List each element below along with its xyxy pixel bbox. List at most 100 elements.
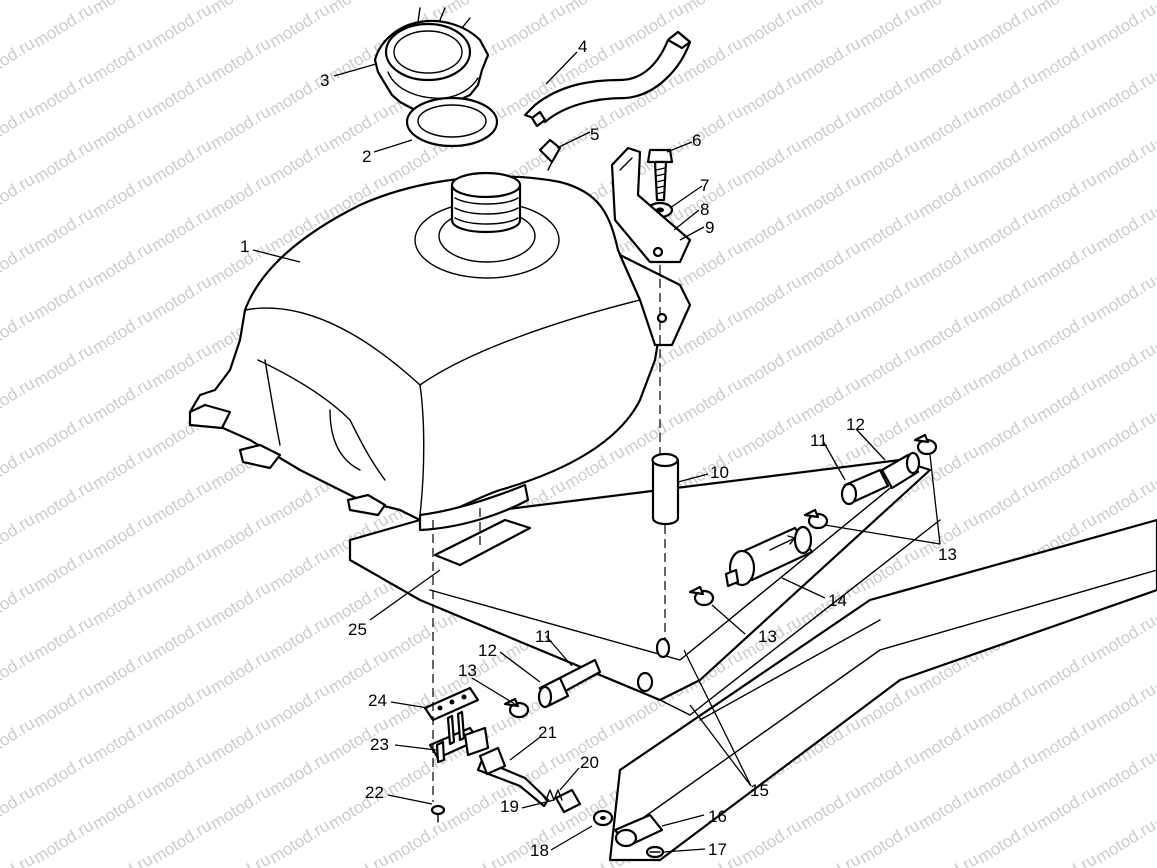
watermark-text: motod.ru: [797, 0, 864, 17]
watermark-text: motod.ru: [797, 170, 864, 222]
watermark-text: motod.ru: [443, 0, 510, 17]
callout-12-lower: 12: [478, 641, 497, 660]
watermark-text: motod.ru: [0, 102, 38, 154]
watermark-text: motod.ru: [148, 612, 215, 664]
frame-rail: [348, 458, 1157, 862]
watermark-text: motod.ru: [1033, 102, 1100, 154]
callout-20: 20: [580, 753, 599, 772]
watermark-text: motod.ru: [89, 0, 156, 17]
watermark-text: motod.ru: [679, 306, 746, 358]
watermark-text: motod.ru: [1092, 476, 1157, 528]
watermark-text: motod.ru: [148, 68, 215, 120]
fuel-hose-upper: [840, 468, 890, 506]
watermark-text: motod.ru: [974, 136, 1041, 188]
watermark-text: motod.ru: [30, 612, 97, 664]
watermark-text: motod.ru: [30, 476, 97, 528]
watermark-text: motod.ru: [89, 374, 156, 426]
watermark-text: motod.ru: [207, 850, 274, 868]
watermark-text: motod.ru: [915, 306, 982, 358]
watermark-text: motod.ru: [1092, 136, 1157, 188]
watermark-text: motod.ru: [974, 340, 1041, 392]
vent-hose: [523, 30, 692, 124]
watermark-text: motod.ru: [856, 340, 923, 392]
watermark-text: motod.ru: [1092, 272, 1157, 324]
watermark-text: motod.ru: [207, 510, 274, 562]
callout-4: 4: [578, 37, 587, 56]
watermark-text: motod.ru: [797, 782, 864, 834]
callout-11-upper: 11: [810, 431, 828, 450]
watermark-text: motod.ru: [797, 238, 864, 290]
watermark-text: motod.ru: [856, 748, 923, 800]
watermark-text: motod.ru: [266, 0, 333, 51]
watermark-text: motod.ru: [0, 0, 38, 17]
screw: [645, 845, 665, 859]
watermark-text: motod.ru: [89, 34, 156, 86]
watermark-text: motod.ru: [502, 0, 569, 51]
shaft: [476, 746, 550, 808]
watermark-text: motod.ru: [207, 714, 274, 766]
watermark-text: motod.ru: [974, 816, 1041, 868]
watermark-text: motod.ru: [797, 34, 864, 86]
callout-labels: 1 2 3 4 5 6 7 8 9 10 11 11 12 12 13 13 1…: [240, 37, 957, 860]
callout-21: 21: [538, 723, 557, 742]
watermark-text: motod.ru: [738, 204, 805, 256]
watermark-text: motod.ru: [915, 170, 982, 222]
spacer-tube: [651, 452, 680, 526]
watermark-text: motod.ru: [1033, 170, 1100, 222]
watermark-text: motod.ru: [148, 204, 215, 256]
watermark-text: motod.ru: [89, 578, 156, 630]
callout-8: 8: [700, 200, 709, 219]
watermark-text: motod.ru: [89, 646, 156, 698]
watermark-text: motod.ru: [1033, 34, 1100, 86]
watermark-text: motod.ru: [148, 544, 215, 596]
watermark-text: motod.ru: [974, 476, 1041, 528]
watermark-text: motod.ru: [207, 578, 274, 630]
hose-clamp-upper: [913, 433, 938, 456]
watermark-text: motod.ru: [0, 510, 38, 562]
fuel-tank: [188, 171, 692, 532]
watermark-text: motod.ru: [30, 340, 97, 392]
watermark-text: motod.ru: [148, 136, 215, 188]
watermark-text: motod.ru: [148, 0, 215, 51]
watermark-text: motod.ru: [0, 170, 38, 222]
watermark-text: motod.ru: [738, 816, 805, 868]
watermark-text: motod.ru: [89, 442, 156, 494]
watermark-text: motod.ru: [915, 238, 982, 290]
watermark-text: motod.ru: [89, 510, 156, 562]
watermark-text: motod.ru: [207, 34, 274, 86]
watermark-text: motod.ru: [148, 816, 215, 868]
callout-2: 2: [362, 147, 371, 166]
watermark-text: motod.ru: [856, 272, 923, 324]
watermark-text: motod.ru: [856, 68, 923, 120]
watermark-text: motod.ru: [1092, 408, 1157, 460]
callout-18: 18: [530, 841, 549, 860]
callout-12-upper: 12: [846, 415, 865, 434]
vent-fitting: [530, 110, 562, 171]
watermark-text: motod.ru: [0, 782, 38, 834]
callout-13-left: 13: [458, 661, 477, 680]
watermark-text: motod.ru: [856, 0, 923, 51]
watermark-text: motod.ru: [1151, 850, 1157, 868]
watermark-text: motod.ru: [915, 34, 982, 86]
callout-1: 1: [240, 237, 249, 256]
watermark-text: motod.ru: [30, 408, 97, 460]
watermark-text: motod.ru: [30, 204, 97, 256]
watermark-text: motod.ru: [0, 238, 38, 290]
leader-lines: [252, 51, 941, 853]
watermark-text: motod.ru: [738, 340, 805, 392]
callout-23: 23: [370, 735, 389, 754]
watermark-text: motod.ru: [325, 0, 392, 17]
watermark-text: motod.ru: [148, 680, 215, 732]
watermark-text: motod.ru: [561, 34, 628, 86]
callout-9: 9: [705, 218, 714, 237]
watermark-text: motod.ru: [148, 340, 215, 392]
watermark-text: motod.ru: [974, 272, 1041, 324]
fuel-cap: [373, 7, 490, 114]
watermark-text: motod.ru: [1092, 816, 1157, 868]
mounting-bolt: [646, 148, 674, 202]
watermark-text: motod.ru: [207, 102, 274, 154]
watermark-text: motod.ru: [974, 0, 1041, 51]
callout-11-lower: 11: [535, 627, 553, 646]
callout-10: 10: [710, 463, 729, 482]
